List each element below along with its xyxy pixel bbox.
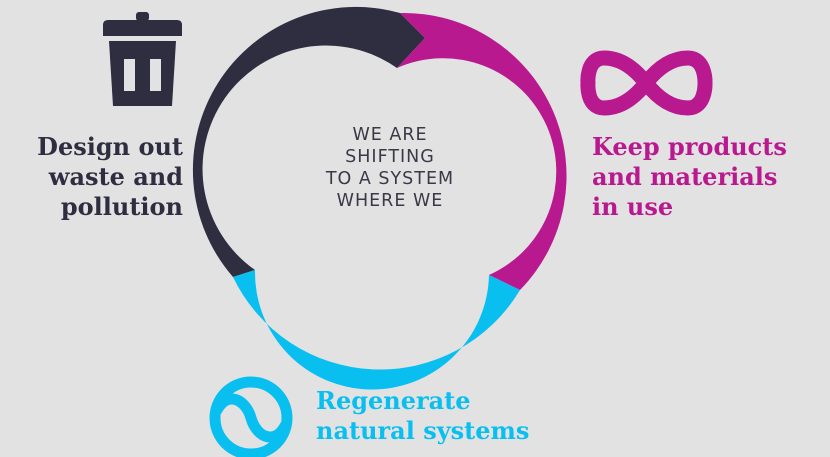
principle-line: and materials	[592, 162, 778, 191]
principle-design-out-label: Design out waste and pollution	[37, 132, 183, 222]
principle-regenerate-label: Regenerate natural systems	[316, 386, 529, 446]
principle-line: Design out	[37, 132, 183, 161]
principle-line: waste and	[48, 162, 183, 191]
center-line: WHERE WE	[336, 191, 444, 211]
principle-line: Regenerate	[316, 386, 471, 415]
principle-line: Keep products	[592, 132, 787, 161]
center-line: WE ARE	[352, 125, 428, 145]
wave-circle-icon	[209, 376, 293, 457]
principle-keep-in-use-label: Keep products and materials in use	[592, 132, 787, 222]
ring-segment-dark	[192, 6, 425, 278]
center-line: TO A SYSTEM	[325, 169, 455, 189]
trash-bin-icon	[103, 12, 182, 106]
principle-line: pollution	[60, 192, 183, 221]
principle-line: natural systems	[316, 416, 530, 445]
infinity-icon	[580, 50, 713, 116]
center-line: SHIFTING	[345, 147, 435, 167]
center-statement: WE ARE SHIFTING TO A SYSTEM WHERE WE	[300, 124, 480, 212]
principle-line: in use	[592, 192, 674, 221]
ring-segment-magenta	[397, 12, 567, 291]
ring-segment-cyan	[233, 270, 520, 390]
